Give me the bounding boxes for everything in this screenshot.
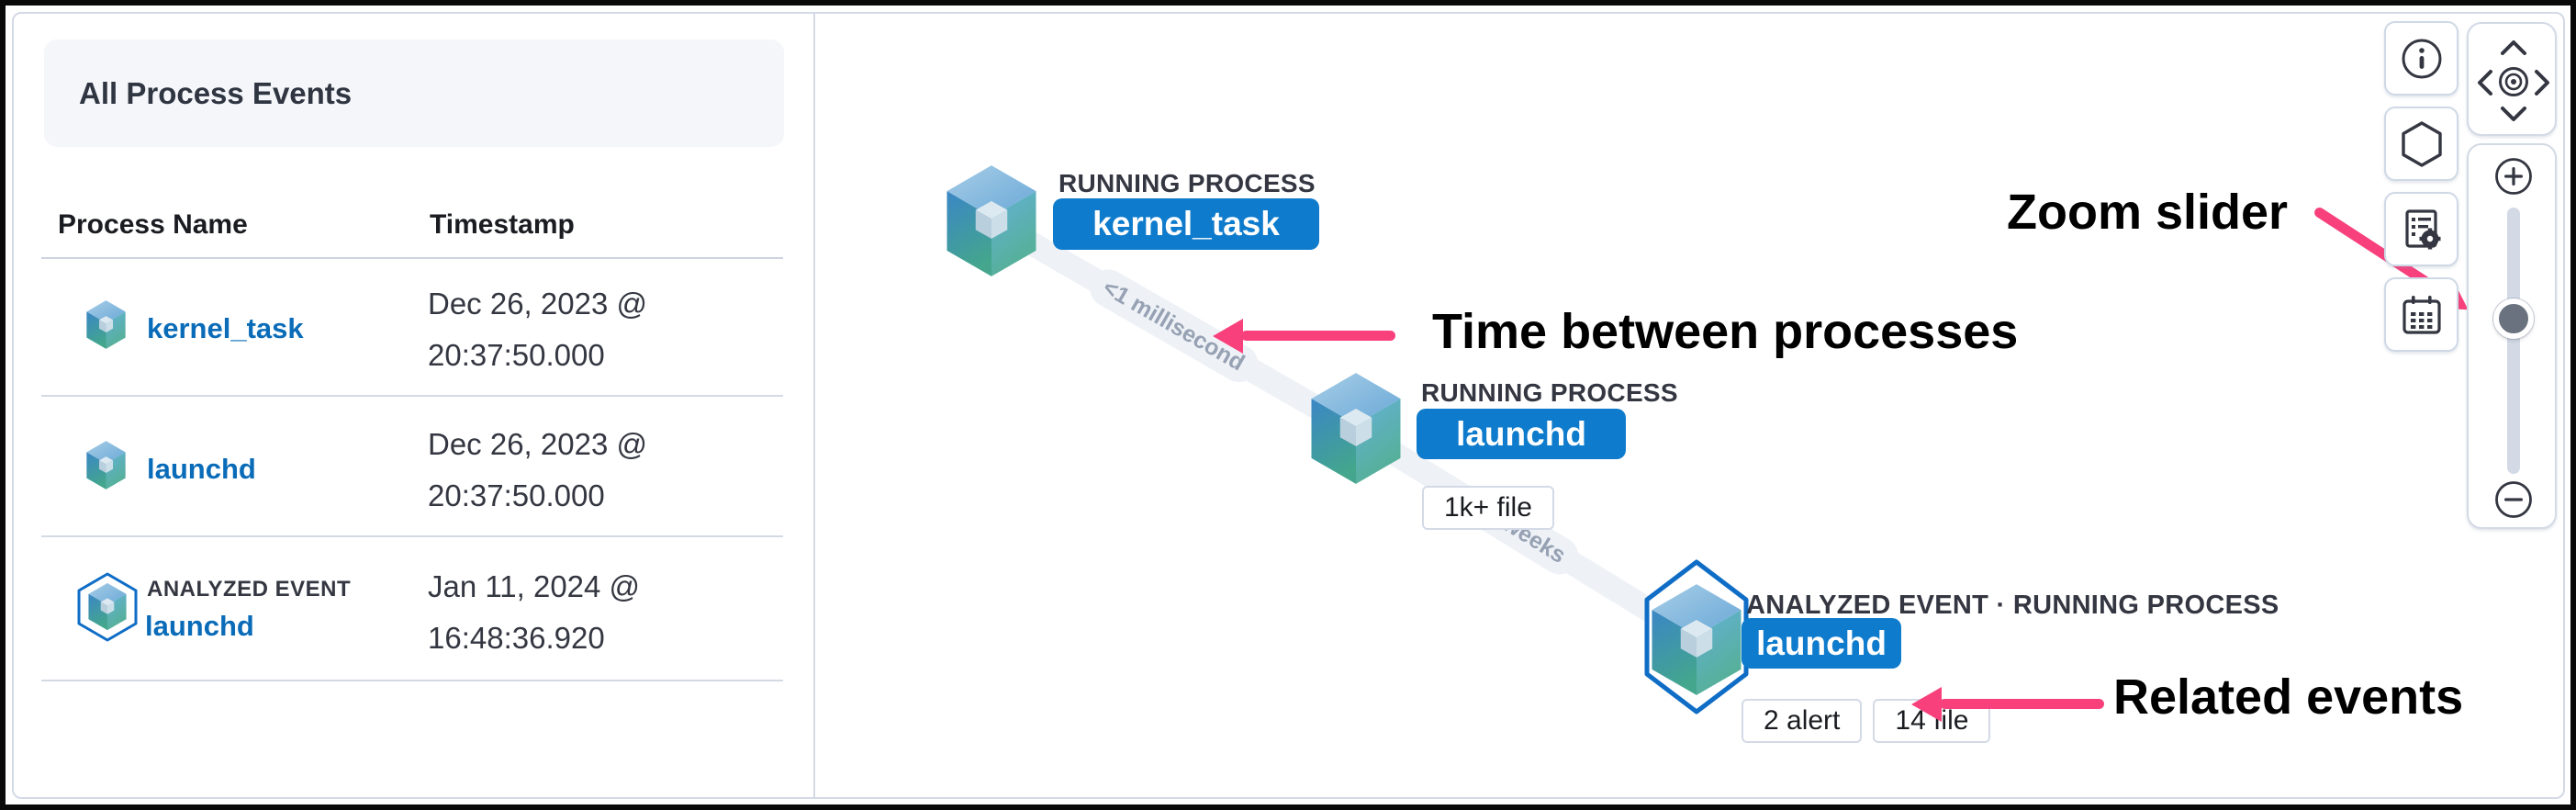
- node-type-label: RUNNING PROCESS: [1058, 169, 1316, 197]
- column-header-process-name: Process Name: [58, 209, 248, 240]
- annotation-related-events: Related events: [2113, 669, 2464, 725]
- process-link-launchd-analyzed[interactable]: launchd: [145, 610, 254, 642]
- node-type-label: RUNNING PROCESS: [1421, 378, 1678, 407]
- zoom-slider-track[interactable]: [2507, 208, 2520, 474]
- pan-up-icon[interactable]: [2499, 39, 2528, 57]
- node-button-kernel-task[interactable]: kernel_task: [1053, 198, 1319, 250]
- related-events-pill-file[interactable]: 1k+ file: [1422, 486, 1554, 530]
- row-divider: [41, 395, 783, 397]
- page-title: All Process Events: [79, 75, 353, 110]
- zoom-out-icon[interactable]: [2493, 479, 2534, 520]
- process-cube-icon: [84, 440, 128, 490]
- process-node-cube[interactable]: [1306, 371, 1406, 486]
- related-events-pill-alert[interactable]: 2 alert: [1742, 699, 1863, 743]
- annotation-arrow-related-events: [1940, 699, 2104, 709]
- process-link-launchd[interactable]: launchd: [147, 453, 256, 485]
- zoom-slider-thumb[interactable]: [2493, 298, 2534, 339]
- events-of-day-button[interactable]: [2384, 277, 2458, 352]
- timestamp-line: 20:37:50.000: [428, 478, 605, 512]
- node-button-launchd[interactable]: launchd: [1417, 409, 1626, 459]
- app-container: [12, 12, 2565, 799]
- column-header-timestamp: Timestamp: [430, 209, 575, 240]
- annotation-zoom-slider: Zoom slider: [2007, 185, 2289, 240]
- timestamp-line: Jan 11, 2024 @: [428, 569, 641, 603]
- calendar-icon: [2402, 295, 2441, 334]
- panel-divider: [813, 13, 815, 797]
- pan-left-icon[interactable]: [2476, 68, 2494, 97]
- process-cube-icon: [84, 299, 128, 350]
- analyzed-event-hexagon-icon: [77, 572, 138, 642]
- process-node-cube[interactable]: [942, 163, 1041, 278]
- timestamp-line: 16:48:36.920: [428, 621, 605, 655]
- gear-glyph: [2419, 228, 2440, 249]
- process-link-kernel-task[interactable]: kernel_task: [147, 312, 304, 344]
- events-panel-header: All Process Events: [44, 39, 784, 147]
- timestamp-line: Dec 26, 2023 @: [428, 287, 647, 321]
- annotation-time-between-processes: Time between processes: [1432, 304, 2019, 359]
- table-header-rule: [41, 257, 783, 259]
- node-button-launchd-analyzed[interactable]: launchd: [1742, 618, 1901, 669]
- timestamp-line: 20:37:50.000: [428, 338, 605, 372]
- node-type-label: ANALYZED EVENT · RUNNING PROCESS: [1746, 591, 2279, 620]
- row-divider: [41, 680, 783, 681]
- center-camera-icon[interactable]: [2497, 65, 2530, 98]
- schema-button[interactable]: [2384, 107, 2458, 181]
- pan-right-icon[interactable]: [2533, 68, 2551, 97]
- pan-down-icon[interactable]: [2499, 105, 2528, 123]
- node-events-button[interactable]: [2384, 192, 2458, 266]
- process-node-cube[interactable]: [1647, 582, 1746, 697]
- hexagon-icon: [2401, 120, 2442, 167]
- zoom-control: [2467, 143, 2557, 529]
- timestamp-line: Dec 26, 2023 @: [428, 427, 647, 461]
- row-divider: [41, 535, 783, 537]
- info-icon: [2402, 39, 2441, 78]
- node-legend-button[interactable]: [2384, 21, 2458, 96]
- pan-control: [2467, 22, 2557, 136]
- annotation-arrow-time-between: [1241, 331, 1395, 341]
- schema-settings-icon: [2404, 208, 2440, 249]
- zoom-in-icon[interactable]: [2493, 156, 2534, 197]
- analyzed-event-badge: ANALYZED EVENT: [147, 577, 352, 602]
